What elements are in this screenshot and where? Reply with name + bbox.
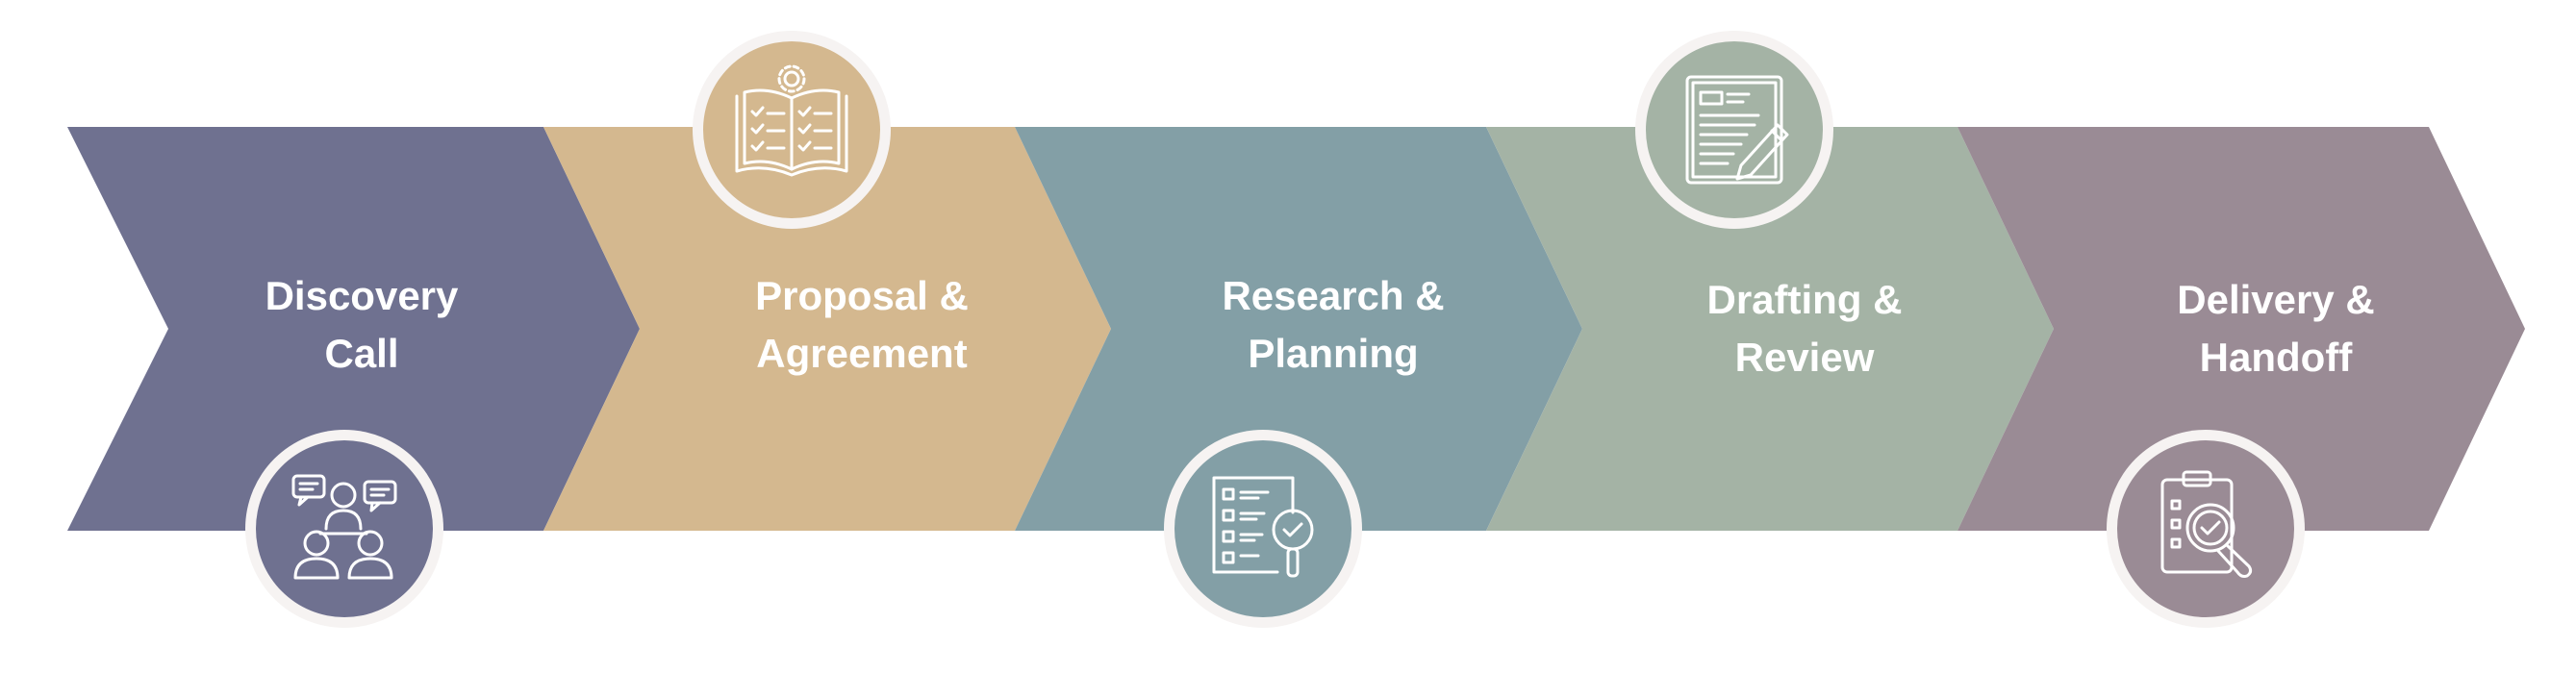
step-2-line-2: Agreement — [756, 331, 968, 376]
step-4-line-2: Review — [1734, 335, 1875, 380]
step-label-drafting: Drafting & Review — [1631, 271, 1978, 386]
step-label-delivery: Delivery & Handoff — [2103, 271, 2449, 386]
chevron-step-5 — [1957, 127, 2525, 531]
step-label-discovery: Discovery Call — [189, 267, 535, 383]
meeting-chat-icon — [243, 428, 445, 630]
open-book-checklist-gear-icon — [691, 29, 893, 231]
step-2-line-1: Proposal & — [755, 273, 969, 318]
chevron-step-4 — [1486, 127, 2054, 531]
step-1-line-1: Discovery — [265, 273, 459, 318]
clipboard-magnifier-check-icon — [2105, 428, 2307, 630]
chevron-step-2 — [543, 127, 1111, 531]
step-5-line-2: Handoff — [2199, 335, 2353, 380]
step-1-line-2: Call — [324, 331, 399, 376]
chevron-step-3 — [1015, 127, 1582, 531]
step-5-line-1: Delivery & — [2177, 277, 2375, 322]
document-pencil-icon — [1633, 29, 1835, 231]
step-4-line-1: Drafting & — [1706, 277, 1903, 322]
checklist-magnifier-icon — [1162, 428, 1364, 630]
step-3-line-1: Research & — [1222, 273, 1445, 318]
chevron-step-1 — [67, 127, 640, 531]
step-label-proposal: Proposal & Agreement — [689, 267, 1035, 383]
step-label-research: Research & Planning — [1160, 267, 1506, 383]
step-3-line-2: Planning — [1248, 331, 1419, 376]
